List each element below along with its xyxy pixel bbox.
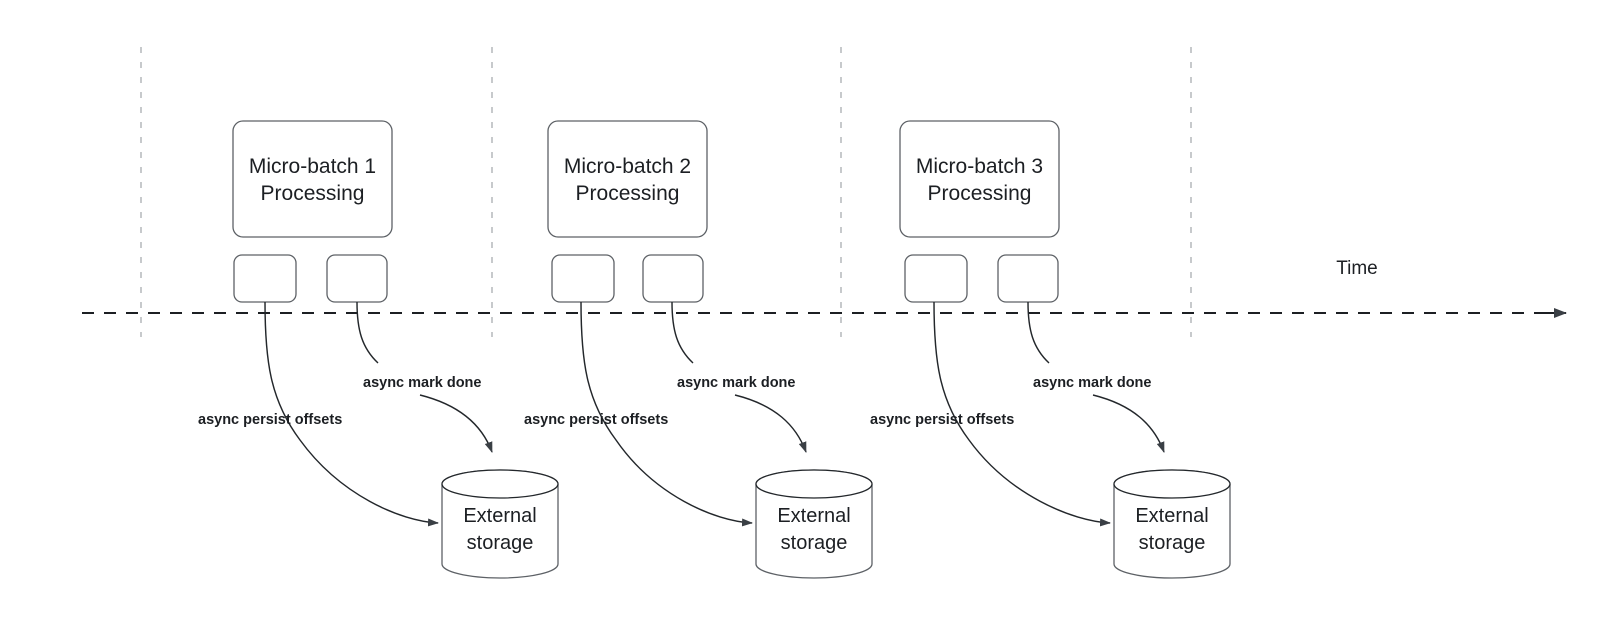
micro-batch-1-task-box-left[interactable] [233,254,297,303]
async-mark-done-edge-3-segment-2 [1092,394,1165,453]
external-storage-1-line-1: External [463,505,536,527]
external-storage-2-top-cap [755,469,873,499]
async-persist-offsets-edge-1-segment-1 [264,301,439,527]
external-storage-3-line-2: storage [1139,532,1206,554]
async-mark-done-edge-1-segment-1 [356,301,379,364]
micro-batch-3-task-box-right[interactable] [997,254,1059,303]
micro-batch-2-processing-box-line-2: Processing [576,182,680,205]
micro-batch-2-processing-box[interactable] [547,120,708,238]
external-storage-2-line-2: storage [781,532,848,554]
async-persist-offsets-edge-2-segment-1 [580,301,753,527]
micro-batch-1-processing-box-line-2: Processing [261,182,365,205]
micro-batch-2-task-box-right[interactable] [642,254,704,303]
micro-batch-3-task-box-left[interactable] [904,254,968,303]
external-storage-1-top-cap [441,469,559,499]
group-1: Micro-batch 1 Processing async persist off… [198,120,559,579]
group-3: Micro-batch 3 Processing async persist off… [870,120,1231,579]
async-mark-done-edge-3-segment-1 [1027,301,1050,364]
async-mark-done-edge-1-label: async mark done [363,375,481,391]
external-storage-3-top-cap [1113,469,1231,499]
async-mark-done-edge-2-segment-2 [734,394,807,453]
external-storage-2-line-1: External [777,505,850,527]
async-mark-done-edge-3-label: async mark done [1033,375,1151,391]
micro-batch-2-task-box-left[interactable] [551,254,615,303]
async-persist-offsets-edge-2-label: async persist offsets [524,412,668,428]
external-storage-1-line-2: storage [467,532,534,554]
async-persist-offsets-edge-3-label: async persist offsets [870,412,1014,428]
micro-batch-1-task-box-right[interactable] [326,254,388,303]
external-storage-3-line-1: External [1135,505,1208,527]
groups-layer: Micro-batch 1 Processing async persist off… [198,120,1231,579]
async-mark-done-edge-1-segment-2 [419,394,493,453]
micro-batch-1-processing-box-line-1: Micro-batch 1 [249,155,376,178]
time-axis-label: Time [1336,258,1378,279]
async-persist-offsets-edge-1-label: async persist offsets [198,412,342,428]
micro-batch-1-processing-box[interactable] [232,120,393,238]
async-mark-done-edge-2-label: async mark done [677,375,795,391]
async-mark-done-edge-2-segment-1 [671,301,694,364]
micro-batch-3-processing-box-line-1: Micro-batch 3 [916,155,1043,178]
micro-batch-3-processing-box-line-2: Processing [928,182,1032,205]
async-persist-offsets-edge-3-segment-1 [933,301,1111,527]
time-axis: Time [82,258,1567,318]
group-2: Micro-batch 2 Processing async persist off… [524,120,873,579]
vertical-guides [140,47,1192,337]
micro-batch-3-processing-box[interactable] [899,120,1060,238]
micro-batch-2-processing-box-line-1: Micro-batch 2 [564,155,691,178]
